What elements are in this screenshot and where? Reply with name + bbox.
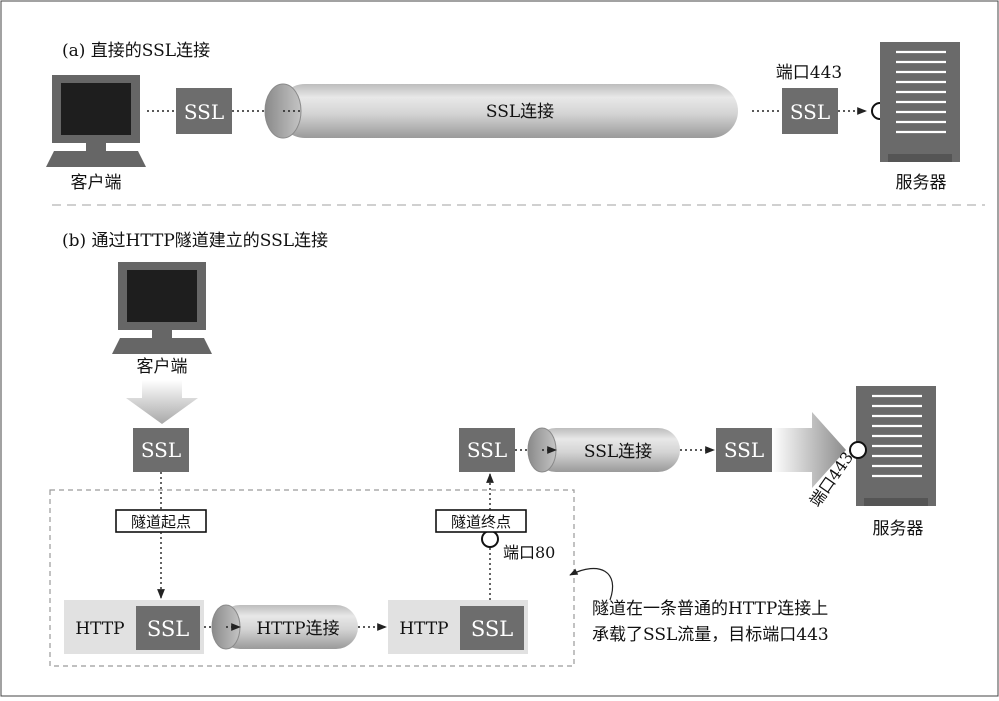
ssl-box-client [176, 88, 232, 134]
ssl-tunnel-pipe [264, 83, 738, 139]
server-icon-b [856, 386, 936, 506]
note-arrow [569, 567, 614, 601]
note-line-1: 隧道在一条普通的HTTP连接上 [592, 599, 828, 619]
ssl-box-server-label: SSL [790, 100, 830, 124]
ssl-box-http-left [136, 606, 200, 650]
ssl-server-b-label: SSL [724, 438, 764, 462]
client-computer-icon [46, 75, 146, 167]
panel-b-caption: (b) 通过HTTP隧道建立的SSL连接 [62, 231, 328, 251]
tunnel-end-box [435, 509, 527, 533]
ssl-http-right-label: SSL [471, 617, 513, 641]
tunnel-start-label: 隧道起点 [131, 513, 191, 531]
panel-a-server-label: 服务器 [896, 173, 947, 193]
ssl-exit-label: SSL [467, 438, 507, 462]
http-right-label: HTTP [399, 619, 448, 639]
right-arrow-icon [772, 412, 846, 488]
ssl-tunnel-b-label: SSL连接 [584, 442, 652, 462]
tunnel-zone-frame [49, 489, 575, 667]
panel-b-server-label: 服务器 [873, 519, 924, 539]
ssl-box-server [782, 88, 838, 134]
panel-b-client-label: 客户端 [137, 357, 188, 377]
ssl-box-server-b [716, 428, 772, 472]
ssl-box-exit [459, 428, 515, 472]
ssl-box-http-right [460, 606, 524, 650]
tunnel-end-label: 隧道终点 [451, 513, 511, 531]
ssl-box-client-label: SSL [184, 100, 224, 124]
ssl-http-left-label: SSL [147, 617, 189, 641]
ssl-box-client-b-label: SSL [141, 438, 181, 462]
server-icon [880, 42, 960, 162]
note-line-2: 承载了SSL流量，目标端口443 [592, 625, 829, 645]
ssl-box-client-b [133, 428, 189, 472]
ssl-tunnel-label: SSL连接 [486, 102, 554, 122]
port-80-circle [481, 530, 499, 548]
http-tunnel-pipe [211, 604, 358, 650]
http-tunnel-label: HTTP连接 [256, 619, 339, 639]
panel-a-client-label: 客户端 [71, 173, 122, 193]
port-443-circle-b [849, 441, 867, 459]
panel-a-port-label: 端口443 [776, 63, 842, 83]
http-left-label: HTTP [75, 619, 124, 639]
port80-label: 端口80 [503, 543, 555, 562]
down-arrow-icon [126, 380, 198, 424]
ssl-tunnel-pipe-b [527, 427, 680, 473]
client-computer-icon-b [112, 262, 212, 354]
panel-a-caption: (a) 直接的SSL连接 [62, 41, 210, 61]
